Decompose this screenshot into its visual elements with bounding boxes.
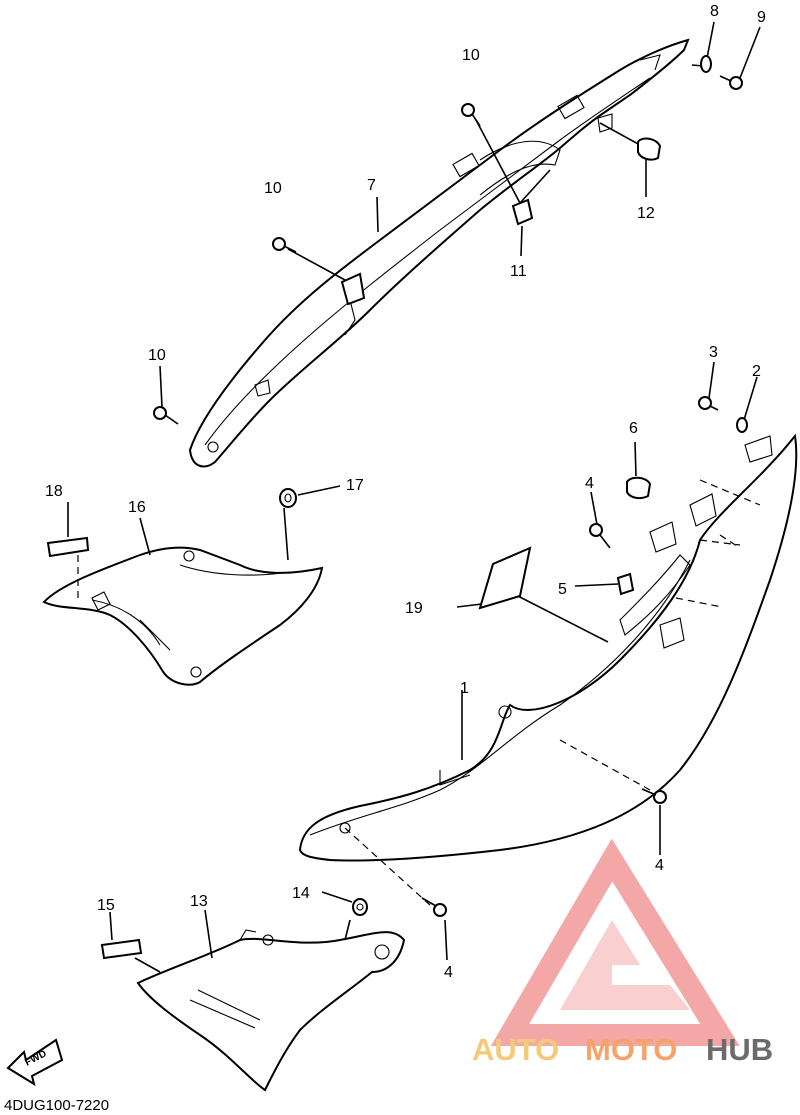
callout-labels: 1 2 3 4 4 4 5 6 7 8 9 10 10 10 11 12 13 … <box>45 3 766 981</box>
callout-17: 17 <box>346 477 364 494</box>
dashed-guides <box>344 479 761 906</box>
callout-4-bottom: 4 <box>444 964 453 981</box>
screw-3 <box>698 396 719 411</box>
grommet-14 <box>352 898 368 916</box>
part-15-label <box>100 938 143 960</box>
screw-10-mid <box>272 237 297 253</box>
automotohub-logo <box>490 838 740 1046</box>
screw-10-bottom <box>153 406 179 425</box>
leader-lines-bottom <box>109 891 353 973</box>
grommet-12 <box>637 137 662 161</box>
callout-6: 6 <box>629 420 638 437</box>
callout-9: 9 <box>757 9 766 26</box>
grommet-17 <box>279 488 297 508</box>
callout-5: 5 <box>558 581 567 598</box>
part-13-lower-cover <box>136 929 406 1092</box>
callout-12: 12 <box>637 205 655 222</box>
part-16-mid-cover <box>42 546 324 686</box>
screw-4-bottom <box>421 897 447 917</box>
callout-1: 1 <box>460 680 469 697</box>
callout-14: 14 <box>292 885 310 902</box>
callout-19: 19 <box>405 600 423 617</box>
svg-text:MOTO: MOTO <box>585 1032 677 1067</box>
screw-10-top <box>461 103 481 127</box>
leader-lines-left <box>67 485 341 598</box>
callout-8: 8 <box>710 3 719 20</box>
washer-2 <box>736 417 748 433</box>
grommet-6 <box>626 476 652 500</box>
callout-10-bottom: 10 <box>148 347 166 364</box>
screw-4-upper <box>589 523 611 549</box>
part-19-label <box>478 546 532 610</box>
part-7-upper-cover <box>188 38 690 468</box>
callout-4-right: 4 <box>655 857 664 874</box>
callout-3: 3 <box>709 344 718 361</box>
screw-9 <box>719 75 743 90</box>
callout-4-upper: 4 <box>585 475 594 492</box>
part-1-side-cover <box>298 433 798 862</box>
leader-lines-right <box>444 361 758 961</box>
fwd-arrow-icon: FWD <box>6 1038 64 1087</box>
washer-8 <box>700 55 712 73</box>
svg-text:AUTO: AUTO <box>472 1032 559 1067</box>
callout-10-mid: 10 <box>264 180 282 197</box>
callout-16: 16 <box>128 499 146 516</box>
callout-7: 7 <box>367 177 376 194</box>
automotohub-wordmark: AUTO MOTO HUB <box>472 1032 773 1067</box>
screw-4-right <box>641 788 667 804</box>
svg-text:HUB: HUB <box>706 1032 773 1067</box>
part-11-bracket <box>340 198 534 306</box>
callout-11: 11 <box>510 263 527 280</box>
callout-15: 15 <box>97 897 115 914</box>
callout-13: 13 <box>190 893 208 910</box>
clip-5 <box>616 572 635 596</box>
leader-lines-upper <box>159 21 761 408</box>
diagram-part-number: 4DUG100-7220 <box>4 1097 109 1114</box>
callout-10-top: 10 <box>462 47 480 64</box>
callout-2: 2 <box>752 363 761 380</box>
callout-18: 18 <box>45 483 63 500</box>
part-18-label <box>46 536 90 558</box>
